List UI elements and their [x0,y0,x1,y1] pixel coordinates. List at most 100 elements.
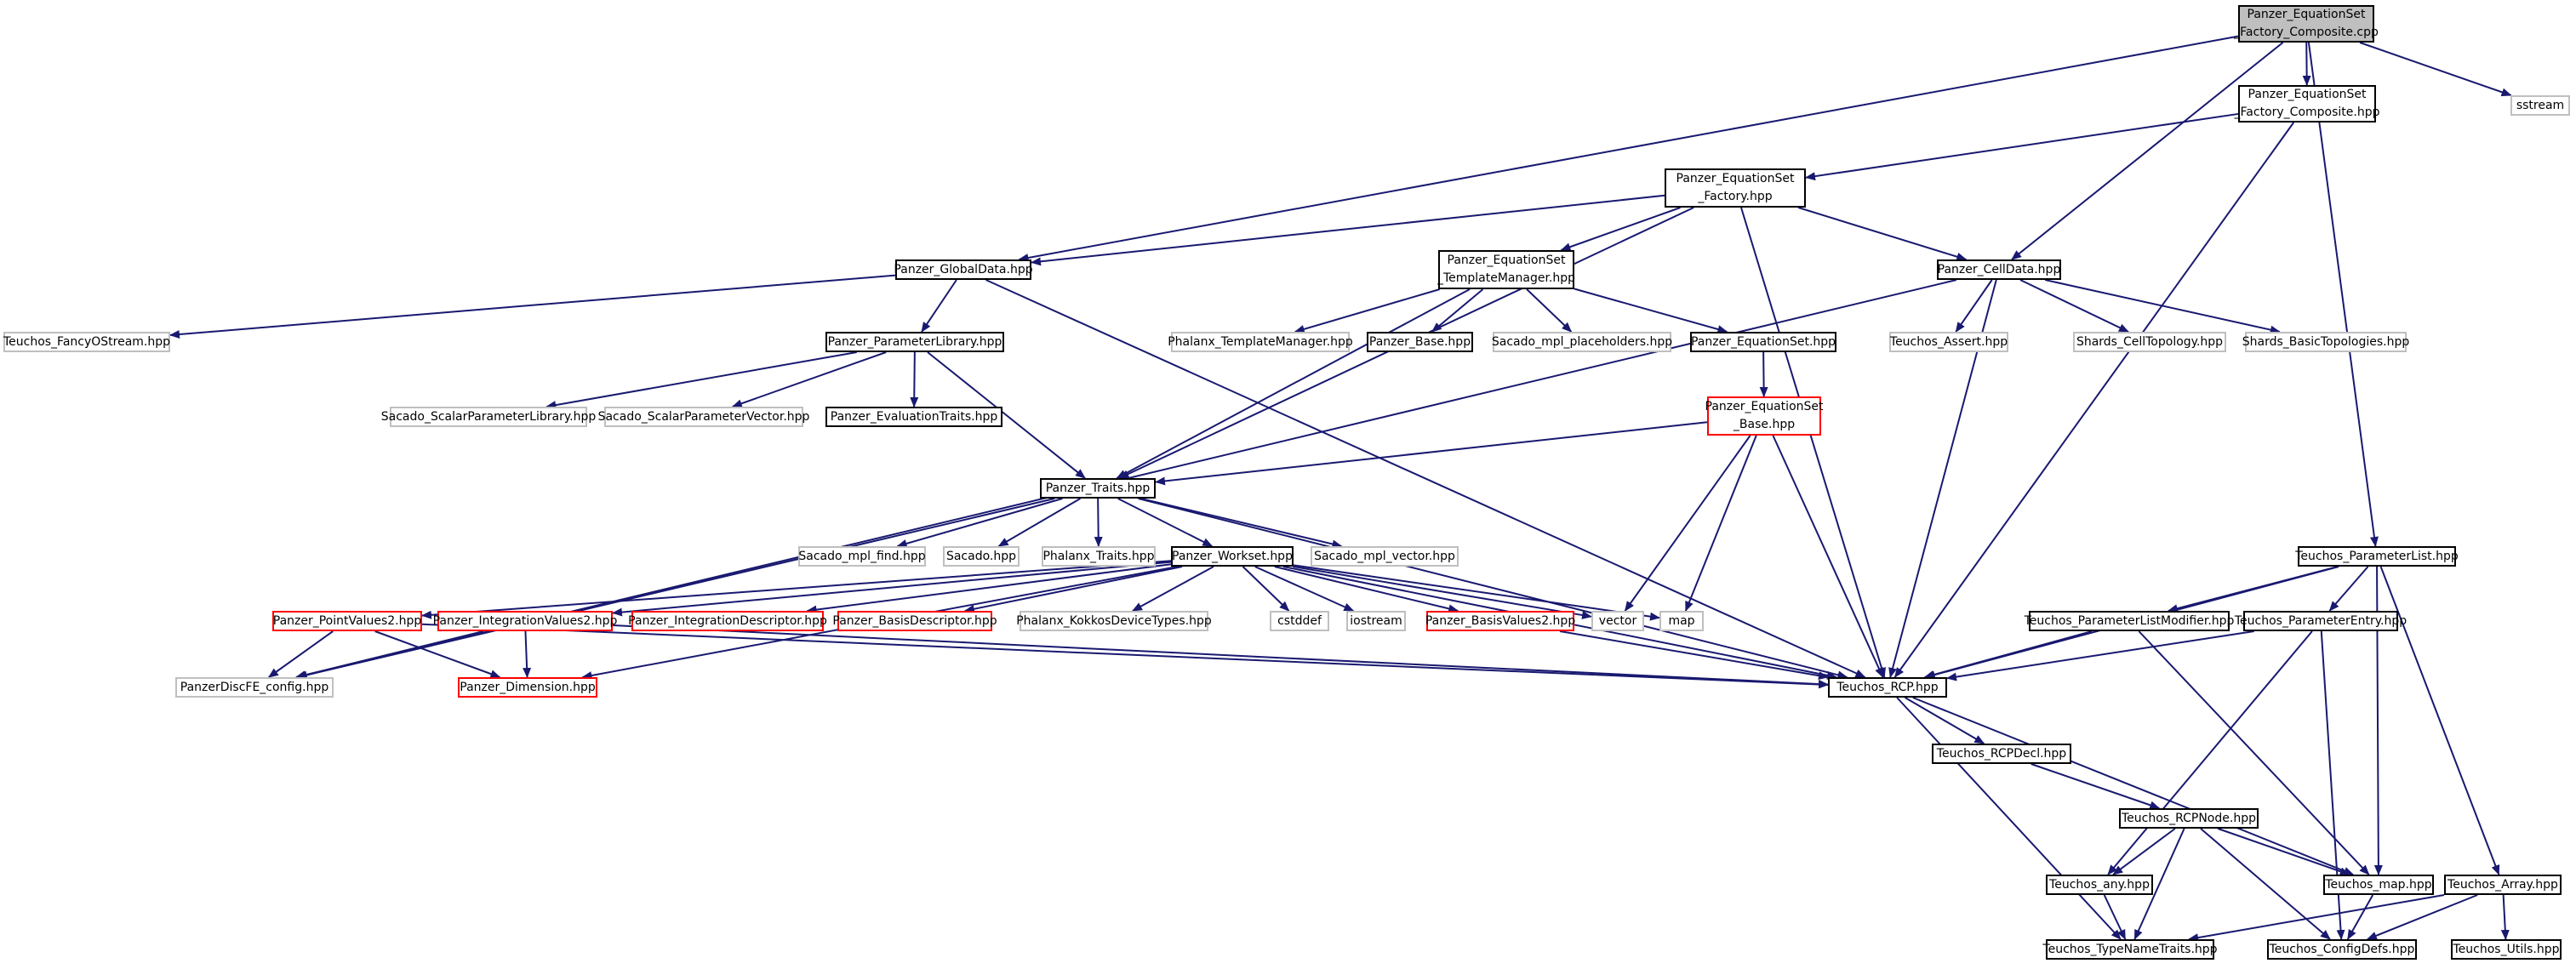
node-shards-basictopologies[interactable]: Shards_BasicTopologies.hpp [2242,332,2410,352]
node-teuchos-assert[interactable]: Teuchos_Assert.hpp [1889,332,2008,352]
node-parameterentry[interactable]: Teuchos_ParameterEntry.hpp [2235,611,2407,631]
node-panzer-dimension[interactable]: Panzer_Dimension.hpp [458,677,597,698]
edge-factory-hpp-to-teuchos-rcp [1740,207,1886,678]
node-celldata[interactable]: Panzer_CellData.hpp [1937,259,2061,280]
node-basisvalues2[interactable]: Panzer_BasisValues2.hpp [1425,611,1575,631]
node-label: Sacado.hpp [945,549,1017,563]
edge-panzer-equationset-to-equationset-base [1759,351,1768,397]
node-sacado-mpl-vector[interactable]: Sacado_mpl_vector.hpp [1311,546,1459,567]
node-label: Panzer_Dimension.hpp [460,680,596,694]
edge-celldata-to-shards-celltopology [2019,279,2129,333]
node-teuchos-array[interactable]: Teuchos_Array.hpp [2444,875,2562,895]
node-typenametraits[interactable]: Teuchos_TypeNameTraits.hpp [2042,939,2218,960]
node-factory-hpp[interactable]: Panzer_EquationSet _Factory.hpp [1665,168,1806,208]
node-panzerdiscfe-config[interactable]: PanzerDiscFE_config.hpp [175,677,334,698]
node-phalanx-kokkos[interactable]: Phalanx_KokkosDeviceTypes.hpp [1016,611,1212,631]
edge-paramlistmodifier-to-teuchos-rcp [1923,630,2093,679]
node-teuchos-parameterlist[interactable]: Teuchos_ParameterList.hpp [2295,546,2459,567]
node-panzer-traits[interactable]: Panzer_Traits.hpp [1040,478,1156,499]
edge-panzer-workset-to-basisdescriptor [963,566,1183,613]
node-panzer-base[interactable]: Panzer_Base.hpp [1367,332,1473,352]
node-label: PanzerDiscFE_config.hpp [180,680,329,694]
node-fancyostream[interactable]: Teuchos_FancyOStream.hpp [3,332,170,352]
edge-template-manager-to-sacado-mpl-placeholders [1526,288,1573,333]
node-panzer-workset[interactable]: Panzer_Workset.hpp [1171,546,1294,567]
edge-pointvalues2-to-teuchos-rcp [421,623,1829,689]
edge-equationset-base-to-panzer-traits [1155,421,1708,486]
edge-panzer-workset-to-integrationdescriptor [806,563,1172,614]
edge-equationset-base-to-map [1684,435,1757,612]
edge-teuchos-array-to-configdefs [2366,894,2478,940]
edge-paramlibrary-to-sacado-scalarparamvec [731,351,887,408]
node-iostream[interactable]: iostream [1346,611,1406,631]
node-cstddef[interactable]: cstddef [1270,611,1329,631]
node-sacado-hpp[interactable]: Sacado.hpp [943,546,1020,567]
edge-template-manager-to-phalanx-tm [1294,288,1441,333]
node-sstream[interactable]: sstream [2510,95,2570,116]
edge-parameterentry-to-teuchos-rcp [1946,630,2254,681]
node-sacado-scalarparamvec[interactable]: Sacado_ScalarParameterVector.hpp [597,407,810,427]
node-label: Panzer_BasisDescriptor.hpp [832,613,997,628]
node-label: Sacado_ScalarParameterVector.hpp [597,409,810,424]
node-paramlistmodifier[interactable]: Teuchos_ParameterListModifier.hpp [2024,611,2235,631]
node-sacado-scalarparamlib[interactable]: Sacado_ScalarParameterLibrary.hpp [381,407,596,427]
node-shards-celltopology[interactable]: Shards_CellTopology.hpp [2073,332,2226,352]
edge-integrationvalues2-to-teuchos-rcp [612,624,1829,689]
node-configdefs[interactable]: Teuchos_ConfigDefs.hpp [2267,939,2417,960]
node-teuchos-rcpnode[interactable]: Teuchos_RCPNode.hpp [2119,808,2259,829]
node-integrationvalues2[interactable]: Panzer_IntegrationValues2.hpp [433,611,617,631]
node-label: Teuchos_RCP.hpp [1836,680,1939,694]
node-label: Sacado_mpl_vector.hpp [1314,549,1455,563]
node-panzer-equationset[interactable]: Panzer_EquationSet.hpp [1690,332,1836,352]
node-label: Panzer_GlobalData.hpp [894,262,1033,276]
node-teuchos-any[interactable]: Teuchos_any.hpp [2046,875,2153,895]
edge-root-to-teuchos-parameterlist [2307,42,2379,547]
node-phalanx-traits[interactable]: Phalanx_Traits.hpp [1042,546,1156,567]
edge-panzer-workset-to-phalanx-kokkos [1132,566,1214,612]
node-label: Teuchos_RCPDecl.hpp [1936,746,2067,761]
node-label: Teuchos_any.hpp [2049,877,2150,892]
node-map[interactable]: map [1659,611,1704,631]
node-label: Panzer_PointValues2.hpp [272,613,422,628]
node-label: Shards_BasicTopologies.hpp [2242,334,2410,349]
edge-teuchos-rcpnode-to-teuchos-any [2112,828,2176,875]
node-basisdescriptor[interactable]: Panzer_BasisDescriptor.hpp [832,611,997,631]
node-label: Phalanx_TemplateManager.hpp [1168,334,1353,349]
node-pointvalues2[interactable]: Panzer_PointValues2.hpp [272,611,422,631]
edge-factory-composite-hpp-to-teuchos-rcp [1893,122,2295,678]
node-factory-composite-hpp[interactable]: Panzer_EquationSet _Factory_Composite.hp… [2235,85,2379,123]
edge-teuchos-rcpdecl-to-teuchos-rcpnode [2031,763,2161,810]
node-template-manager[interactable]: Panzer_EquationSet _TemplateManager.hpp [1437,250,1575,289]
edge-teuchos-rcpnode-to-configdefs [2200,828,2331,940]
edge-panzer-traits-to-phalanx-traits [1094,498,1103,547]
edge-panzer-workset-to-map [1293,564,1660,621]
node-vector[interactable]: vector [1591,611,1644,631]
node-label: Panzer_Workset.hpp [1172,549,1293,563]
node-phalanx-tm[interactable]: Phalanx_TemplateManager.hpp [1168,332,1353,352]
node-root[interactable]: Panzer_EquationSet _Factory_Composite.cp… [2234,5,2379,43]
edge-paramlibrary-to-sacado-scalarparamlib [545,351,857,410]
node-teuchos-utils[interactable]: Teuchos_Utils.hpp [2451,939,2562,960]
node-equationset-base[interactable]: Panzer_EquationSet _Base.hpp [1705,396,1824,436]
node-teuchos-rcp[interactable]: Teuchos_RCP.hpp [1828,677,1947,698]
node-paramlibrary[interactable]: Panzer_ParameterLibrary.hpp [825,332,1004,352]
node-evaluationtraits[interactable]: Panzer_EvaluationTraits.hpp [825,407,1002,427]
edge-template-manager-to-panzer-traits [1116,288,1471,479]
edge-panzer-workset-to-basisvalues2 [1274,566,1459,613]
node-teuchos-map[interactable]: Teuchos_map.hpp [2323,875,2434,895]
edge-integrationvalues2-to-panzerdiscfe-config [294,630,484,680]
node-integrationdescriptor[interactable]: Panzer_IntegrationDescriptor.hpp [628,611,827,631]
node-label: Panzer_IntegrationDescriptor.hpp [628,613,827,628]
node-globaldata[interactable]: Panzer_GlobalData.hpp [894,259,1033,280]
node-label: Teuchos_FancyOStream.hpp [3,334,171,349]
edge-panzer-traits-to-sacado-hpp [997,498,1081,547]
edge-panzer-workset-to-vector [1293,566,1592,619]
edge-template-manager-to-panzer-equationset [1574,288,1728,333]
node-label: Panzer_ParameterLibrary.hpp [827,334,1002,349]
edge-panzer-traits-to-panzer-workset [1117,498,1214,547]
node-sacado-mpl-find[interactable]: Sacado_mpl_find.hpp [798,546,926,567]
node-teuchos-rcpdecl[interactable]: Teuchos_RCPDecl.hpp [1932,744,2071,764]
node-label: Teuchos_ParameterListModifier.hpp [2024,613,2235,628]
node-sacado-mpl-placeholders[interactable]: Sacado_mpl_placeholders.hpp [1492,332,1672,352]
